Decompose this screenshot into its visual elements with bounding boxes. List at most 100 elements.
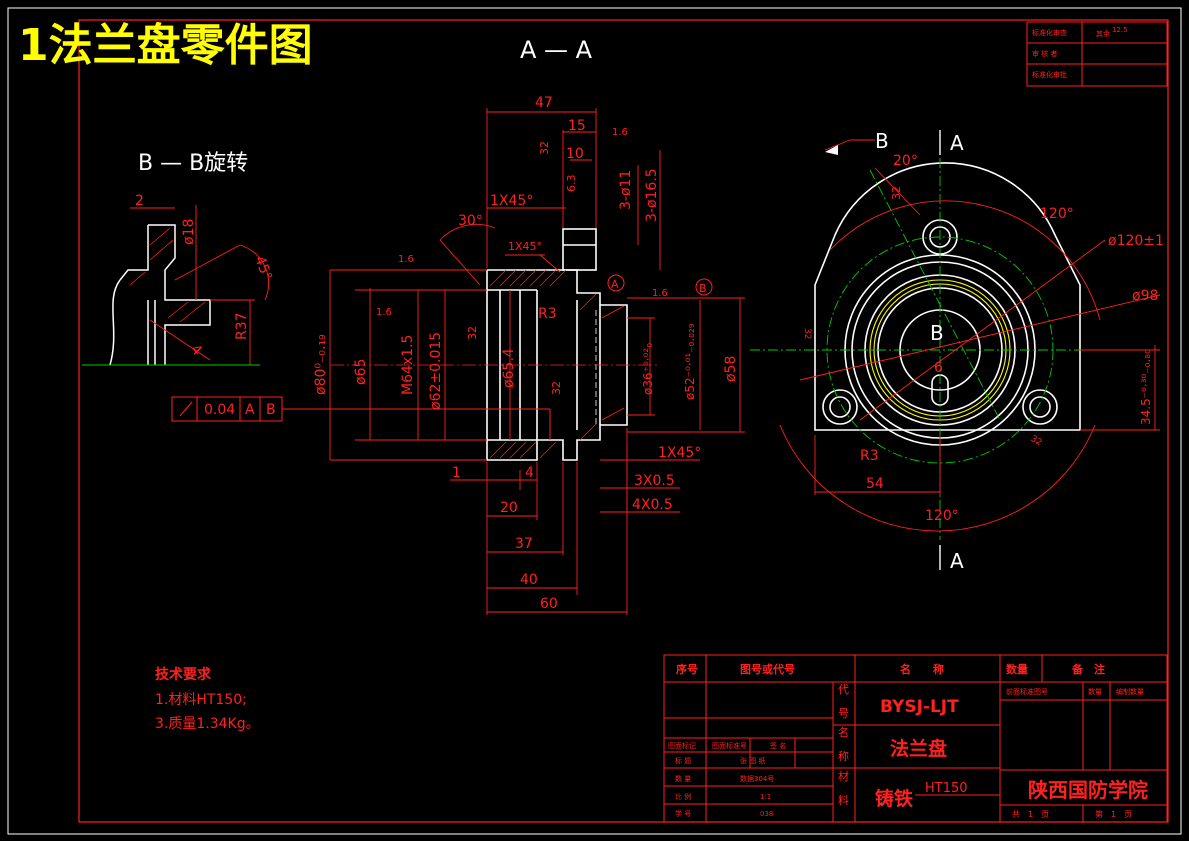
- notes-title: 技术要求: [155, 666, 212, 683]
- tb-label-code-2: 号: [838, 707, 849, 720]
- side-label-b: B: [875, 129, 889, 153]
- dim-r3: R3: [538, 306, 557, 322]
- rough-1-6-c: 1.6: [652, 288, 668, 299]
- side-dim-20deg: 20°: [893, 153, 918, 169]
- dim-40: 40: [520, 572, 538, 588]
- tb-sheet-no: 第 1 页: [1095, 809, 1132, 819]
- side-dim-54: 54: [866, 476, 884, 492]
- dim-10: 10: [566, 146, 584, 162]
- dim-phi62: ø62±0.015: [428, 332, 444, 410]
- datum-b: B: [699, 282, 707, 295]
- dim-phi58: ø58: [723, 356, 739, 382]
- rough-1-6-d: 1.6: [612, 127, 628, 138]
- surface-table-r1-symbol: 12.5: [1112, 26, 1128, 34]
- tolerance-datum-b: B: [266, 402, 276, 418]
- view-label-aa: A — A: [520, 36, 593, 64]
- tb-left-r1a: 图面标记: [668, 741, 696, 750]
- dim-phi65-4: ø65.4: [501, 348, 517, 388]
- side-rough-32-t: 32: [1029, 434, 1044, 448]
- dim-20: 20: [500, 500, 518, 516]
- tb-left-r2a: 标 题: [675, 756, 691, 765]
- tb-label-mat-2: 料: [838, 793, 849, 807]
- surface-table-r1-value: 其余: [1096, 29, 1110, 38]
- tb-left-r5b: 038: [760, 810, 773, 818]
- section-bb-outline: [109, 224, 211, 366]
- dim-3-phi11: 3-ø11: [618, 170, 634, 210]
- section-aa-dimlines: [329, 108, 745, 615]
- page-title: 1法兰盘零件图: [18, 20, 313, 71]
- tb-sheet-total: 共 1 页: [1012, 810, 1049, 819]
- tb-left-r5a: 学 号: [675, 809, 691, 818]
- section-bb-dimlines: [82, 205, 270, 366]
- tb-col-qty: 数量: [1006, 662, 1028, 676]
- side-dim-phi120: ø120±1: [1108, 233, 1164, 249]
- dim-phi52: ø52⁻⁰·⁰¹₋₀.₀₂₉: [683, 323, 697, 400]
- rough-32-a: 32: [538, 141, 551, 155]
- tb-left-r3a: 数 量: [675, 774, 691, 783]
- tb-left-r1c: 签 名: [770, 741, 786, 750]
- tolerance-datum-a: A: [245, 402, 255, 418]
- dim-1: 1: [452, 465, 461, 481]
- tb-col-seq: 序号: [676, 662, 698, 676]
- surface-table-r3: 标准化审批: [1032, 70, 1067, 79]
- side-dim-120deg-b: 120°: [925, 508, 959, 524]
- bb-dim-r37: R37: [234, 312, 250, 340]
- dim-15: 15: [568, 118, 586, 134]
- tb-value-material-grade: HT150: [925, 781, 968, 796]
- tb-school: 陕西国防学院: [1028, 778, 1148, 802]
- bb-dim-4: 4: [187, 342, 205, 360]
- tb-col-name: 名 称: [900, 662, 944, 676]
- surface-table: [1026, 21, 1168, 87]
- dim-47: 47: [535, 95, 553, 111]
- tb-left-r4a: 比 例: [675, 792, 691, 801]
- rough-32-c: 32: [550, 381, 563, 395]
- tb-left-r4b: 1:1: [760, 793, 771, 801]
- side-dim-r3: R3: [860, 448, 879, 464]
- tb-sub-b: 数量: [1088, 687, 1102, 696]
- dim-phi36: ø36⁺⁰·⁰²₀: [641, 343, 655, 395]
- dim-phi80: ø80⁰₋₀.₁₉: [313, 334, 329, 395]
- tb-sub-a: 前面标准图号: [1006, 687, 1048, 696]
- section-aa-hatch: [489, 269, 625, 459]
- tb-col-remark: 备 注: [1071, 662, 1105, 676]
- dim-30deg: 30°: [458, 213, 483, 229]
- section-aa-centerlines: [330, 310, 660, 425]
- dim-1x45-bottom: 1X45°: [658, 445, 701, 461]
- rough-32-b: 32: [466, 326, 479, 340]
- tb-value-code: BYSJ-LJT: [880, 697, 959, 717]
- side-rough-32: 32: [890, 186, 903, 200]
- inner-frame: [78, 19, 1169, 823]
- title-block-grid: [663, 654, 1168, 823]
- section-bb-hatch: [129, 227, 206, 323]
- side-dim-phi98: ø98: [1132, 288, 1158, 304]
- notes-line-1: 1.材料HT150;: [155, 692, 247, 708]
- bb-dim-phi18: ø18: [181, 219, 197, 245]
- dim-m64: M64x1.5: [400, 335, 416, 395]
- side-dim-34-5: 34.5⁻⁰·³⁰₋₀.₈₀: [1139, 349, 1153, 425]
- tb-value-name: 法兰盘: [890, 737, 947, 760]
- side-dim-6: 6: [934, 360, 943, 376]
- tb-left-r2b: 张 图 纸: [740, 756, 765, 765]
- tb-sub-c: 编制数量: [1116, 687, 1144, 696]
- dim-3-phi16-5: 3-ø16.5: [644, 168, 660, 222]
- tb-label-name-2: 称: [838, 749, 849, 763]
- dim-3x05: 3X0.5: [634, 473, 675, 489]
- side-label-a-top: A: [950, 131, 964, 155]
- bb-dim-2: 2: [135, 193, 144, 209]
- tb-col-code: 图号或代号: [740, 662, 795, 676]
- side-view-dimlines: [779, 139, 1161, 532]
- tolerance-value: 0.04: [204, 402, 235, 418]
- view-label-bb: B — B旋转: [138, 151, 248, 176]
- side-dim-120deg-a: 120°: [1040, 206, 1074, 222]
- notes-line-2: 3.质量1.34Kg。: [155, 716, 260, 732]
- section-arrow-b: [825, 145, 838, 155]
- dim-phi65: ø65: [353, 359, 369, 385]
- tb-label-code-1: 代: [838, 683, 849, 696]
- dim-60: 60: [540, 596, 558, 612]
- tb-label-name-1: 名: [838, 725, 849, 739]
- tb-value-material: 铸铁: [875, 787, 913, 810]
- side-rough-32-s: 32: [802, 328, 812, 339]
- side-label-a-bottom: A: [950, 549, 964, 573]
- dim-1x45-inner: 1X45°: [508, 240, 542, 253]
